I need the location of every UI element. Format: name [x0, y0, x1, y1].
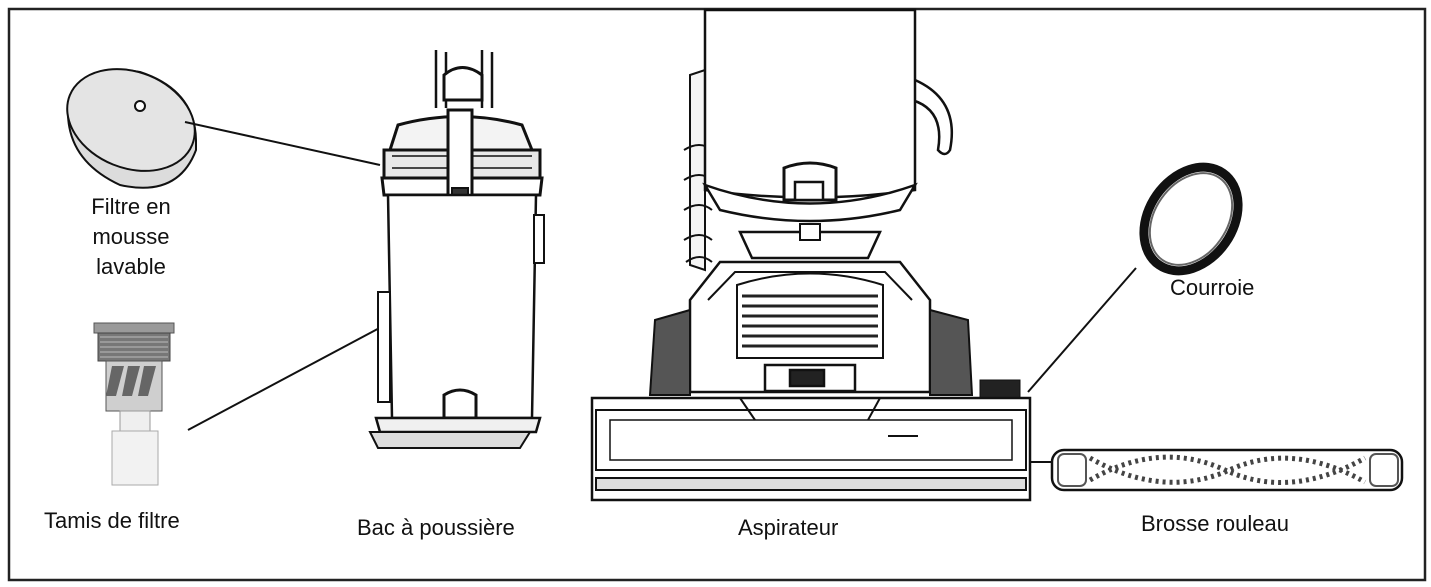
- foam-filter-label-line-1: Filtre en: [91, 194, 171, 219]
- belt-illustration: [1139, 162, 1243, 276]
- foam-filter-illustration: [66, 68, 197, 189]
- foam-filter-leader-line: [184, 121, 381, 166]
- vacuum-label: Aspirateur: [738, 515, 839, 540]
- brush-roll-illustration: [1030, 448, 1404, 492]
- dust-bin-label: Bac à poussière: [357, 515, 515, 540]
- filter-screen-illustration: [93, 322, 175, 486]
- foam-filter-label-line-2: mousse: [92, 224, 170, 249]
- dust-bin-illustration: [368, 50, 545, 449]
- brush-roll-label: Brosse rouleau: [1141, 511, 1289, 536]
- filter-screen-label: Tamis de filtre: [44, 508, 180, 533]
- foam-filter-label: Filtre en mousse lavable: [70, 192, 192, 282]
- belt-leader-line: [1027, 267, 1137, 393]
- belt-label: Courroie: [1170, 275, 1255, 300]
- foam-filter-label-line-3: lavable: [96, 254, 166, 279]
- vacuum-illustration: [590, 8, 1032, 502]
